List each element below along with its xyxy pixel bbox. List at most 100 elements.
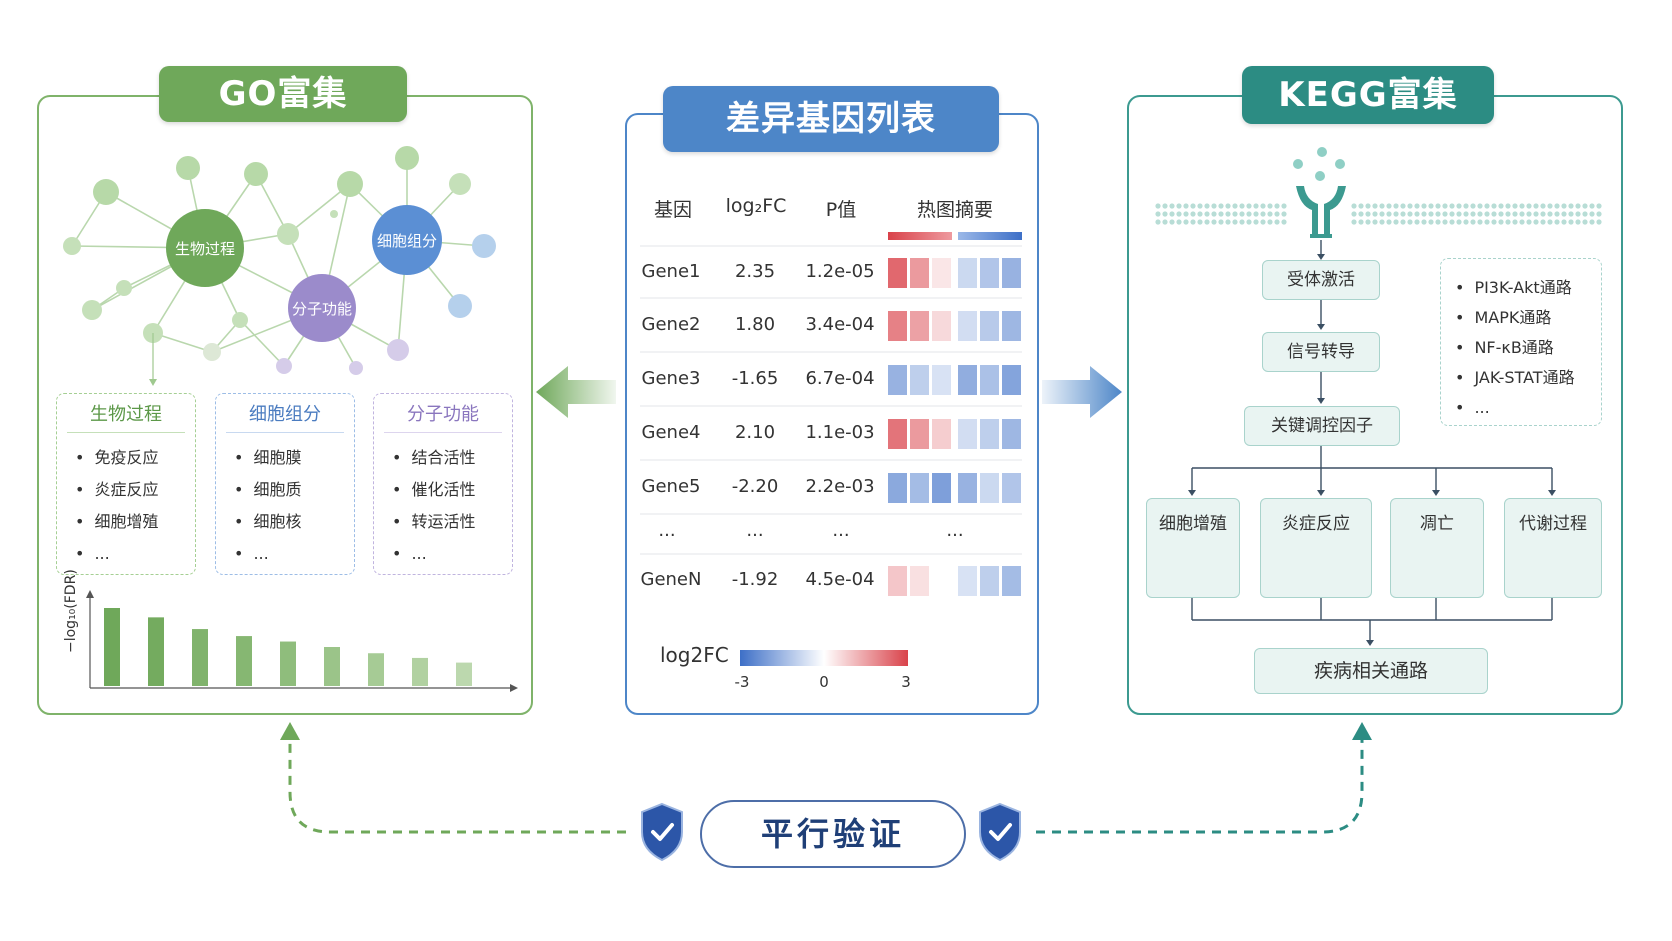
membrane-dot xyxy=(1232,203,1238,209)
heatmap-cell xyxy=(958,566,977,596)
membrane-dot xyxy=(1533,203,1539,209)
go-category-mf: 分子功能 结合活性 催化活性 转运活性 ... xyxy=(373,393,513,575)
go-bar xyxy=(236,636,252,686)
shield-check-icon xyxy=(979,802,1021,862)
verify-line-right xyxy=(1036,738,1364,834)
kegg-pathway-list-box: PI3K-Akt通路 MAPK通路 NF-κB通路 JAK-STAT通路 ... xyxy=(1440,258,1602,426)
membrane-dot xyxy=(1400,203,1406,209)
gene-name: Gene1 xyxy=(641,261,701,282)
membrane-dot xyxy=(1372,211,1378,217)
membrane-dot xyxy=(1351,211,1357,217)
go-bar-chart-ylabel: −log₁₀(FDR) xyxy=(63,569,79,653)
membrane-dot xyxy=(1393,219,1399,225)
list-item: NF-κB通路 xyxy=(1455,333,1601,363)
outcome-label: 炎症反应 xyxy=(1282,514,1350,534)
membrane-dot xyxy=(1197,219,1203,225)
membrane-dot xyxy=(1477,203,1483,209)
outcome-apoptosis: 凋亡 xyxy=(1390,498,1484,598)
go-bar xyxy=(456,662,472,686)
membrane-dot xyxy=(1561,219,1567,225)
membrane-dot xyxy=(1512,203,1518,209)
log2fc-value: -1.65 xyxy=(731,368,779,389)
membrane-dot xyxy=(1365,211,1371,217)
membrane-dot xyxy=(1407,219,1413,225)
membrane-dot xyxy=(1372,219,1378,225)
membrane-dot xyxy=(1435,203,1441,209)
go-bar xyxy=(412,657,428,686)
log2fc-value: 2.35 xyxy=(734,261,776,282)
membrane-dot xyxy=(1176,211,1182,217)
membrane-dot xyxy=(1274,219,1280,225)
membrane-dot xyxy=(1400,211,1406,217)
membrane-dot xyxy=(1456,219,1462,225)
list-item: ... xyxy=(392,538,475,570)
membrane-dot xyxy=(1239,219,1245,225)
membrane-dot xyxy=(1190,219,1196,225)
membrane-dot xyxy=(1596,211,1602,217)
membrane-dot xyxy=(1183,219,1189,225)
list-item: 细胞质 xyxy=(234,474,301,506)
membrane-dot xyxy=(1470,211,1476,217)
membrane-dot xyxy=(1358,203,1364,209)
membrane-dot xyxy=(1386,219,1392,225)
heatmap-cell xyxy=(888,419,907,449)
membrane-dot xyxy=(1477,219,1483,225)
heatmap-cell xyxy=(980,566,999,596)
membrane-dot xyxy=(1267,219,1273,225)
membrane-dot xyxy=(1519,211,1525,217)
membrane-dot xyxy=(1274,211,1280,217)
log2fc-value: -1.92 xyxy=(731,569,779,590)
heatmap-cell xyxy=(932,419,951,449)
membrane-dot xyxy=(1505,203,1511,209)
heatmap-cell xyxy=(888,311,907,341)
go-node-bp-label: 生物过程 xyxy=(174,240,235,258)
membrane-dot xyxy=(1582,219,1588,225)
arrow-to-kegg xyxy=(1042,366,1122,418)
membrane-dot xyxy=(1246,219,1252,225)
heatmap-cell xyxy=(910,566,929,596)
membrane-dot xyxy=(1568,203,1574,209)
list-item: ... xyxy=(234,538,301,570)
heatmap-cell xyxy=(932,365,951,395)
membrane-dot xyxy=(1393,211,1399,217)
membrane-dot xyxy=(1162,211,1168,217)
p-value: 1.2e-05 xyxy=(805,261,875,282)
membrane-dot xyxy=(1176,203,1182,209)
go-bar xyxy=(104,608,120,686)
membrane-dot xyxy=(1365,203,1371,209)
category-title: 生物过程 xyxy=(90,404,162,425)
go-category-bp: 生物过程 免疫反应 炎症反应 细胞增殖 ... xyxy=(56,393,196,575)
membrane-dot xyxy=(1575,219,1581,225)
verify-line-left xyxy=(288,738,626,834)
membrane-dot xyxy=(1568,219,1574,225)
membrane-dot xyxy=(1176,219,1182,225)
heatmap-cell xyxy=(980,365,999,395)
membrane-dot xyxy=(1435,211,1441,217)
legend-tick: 0 xyxy=(819,673,829,691)
membrane-dot xyxy=(1386,203,1392,209)
heatmap-cell xyxy=(1002,419,1021,449)
membrane-dot xyxy=(1358,219,1364,225)
membrane-dot xyxy=(1204,203,1210,209)
membrane-dot xyxy=(1260,219,1266,225)
kegg-step-receptor-activation: 受体激活 xyxy=(1262,260,1380,300)
heatmap-cell xyxy=(958,473,977,503)
membrane-dot xyxy=(1442,219,1448,225)
kegg-step-signal-transduction: 信号转导 xyxy=(1262,332,1380,372)
membrane-dot xyxy=(1435,219,1441,225)
heatmap-cell xyxy=(980,311,999,341)
go-network-small-nodes xyxy=(63,146,496,375)
membrane-dot xyxy=(1379,211,1385,217)
membrane-dot xyxy=(1239,211,1245,217)
membrane-dot xyxy=(1547,203,1553,209)
membrane-dot xyxy=(1211,219,1217,225)
membrane-dot xyxy=(1246,211,1252,217)
kegg-step-key-regulator: 关键调控因子 xyxy=(1244,406,1400,446)
col-header-heatmap: 热图摘要 xyxy=(916,199,993,221)
membrane-dot xyxy=(1442,211,1448,217)
membrane-dot xyxy=(1421,211,1427,217)
membrane-dot xyxy=(1204,219,1210,225)
gene-name: Gene4 xyxy=(641,422,701,443)
membrane-dot xyxy=(1211,203,1217,209)
